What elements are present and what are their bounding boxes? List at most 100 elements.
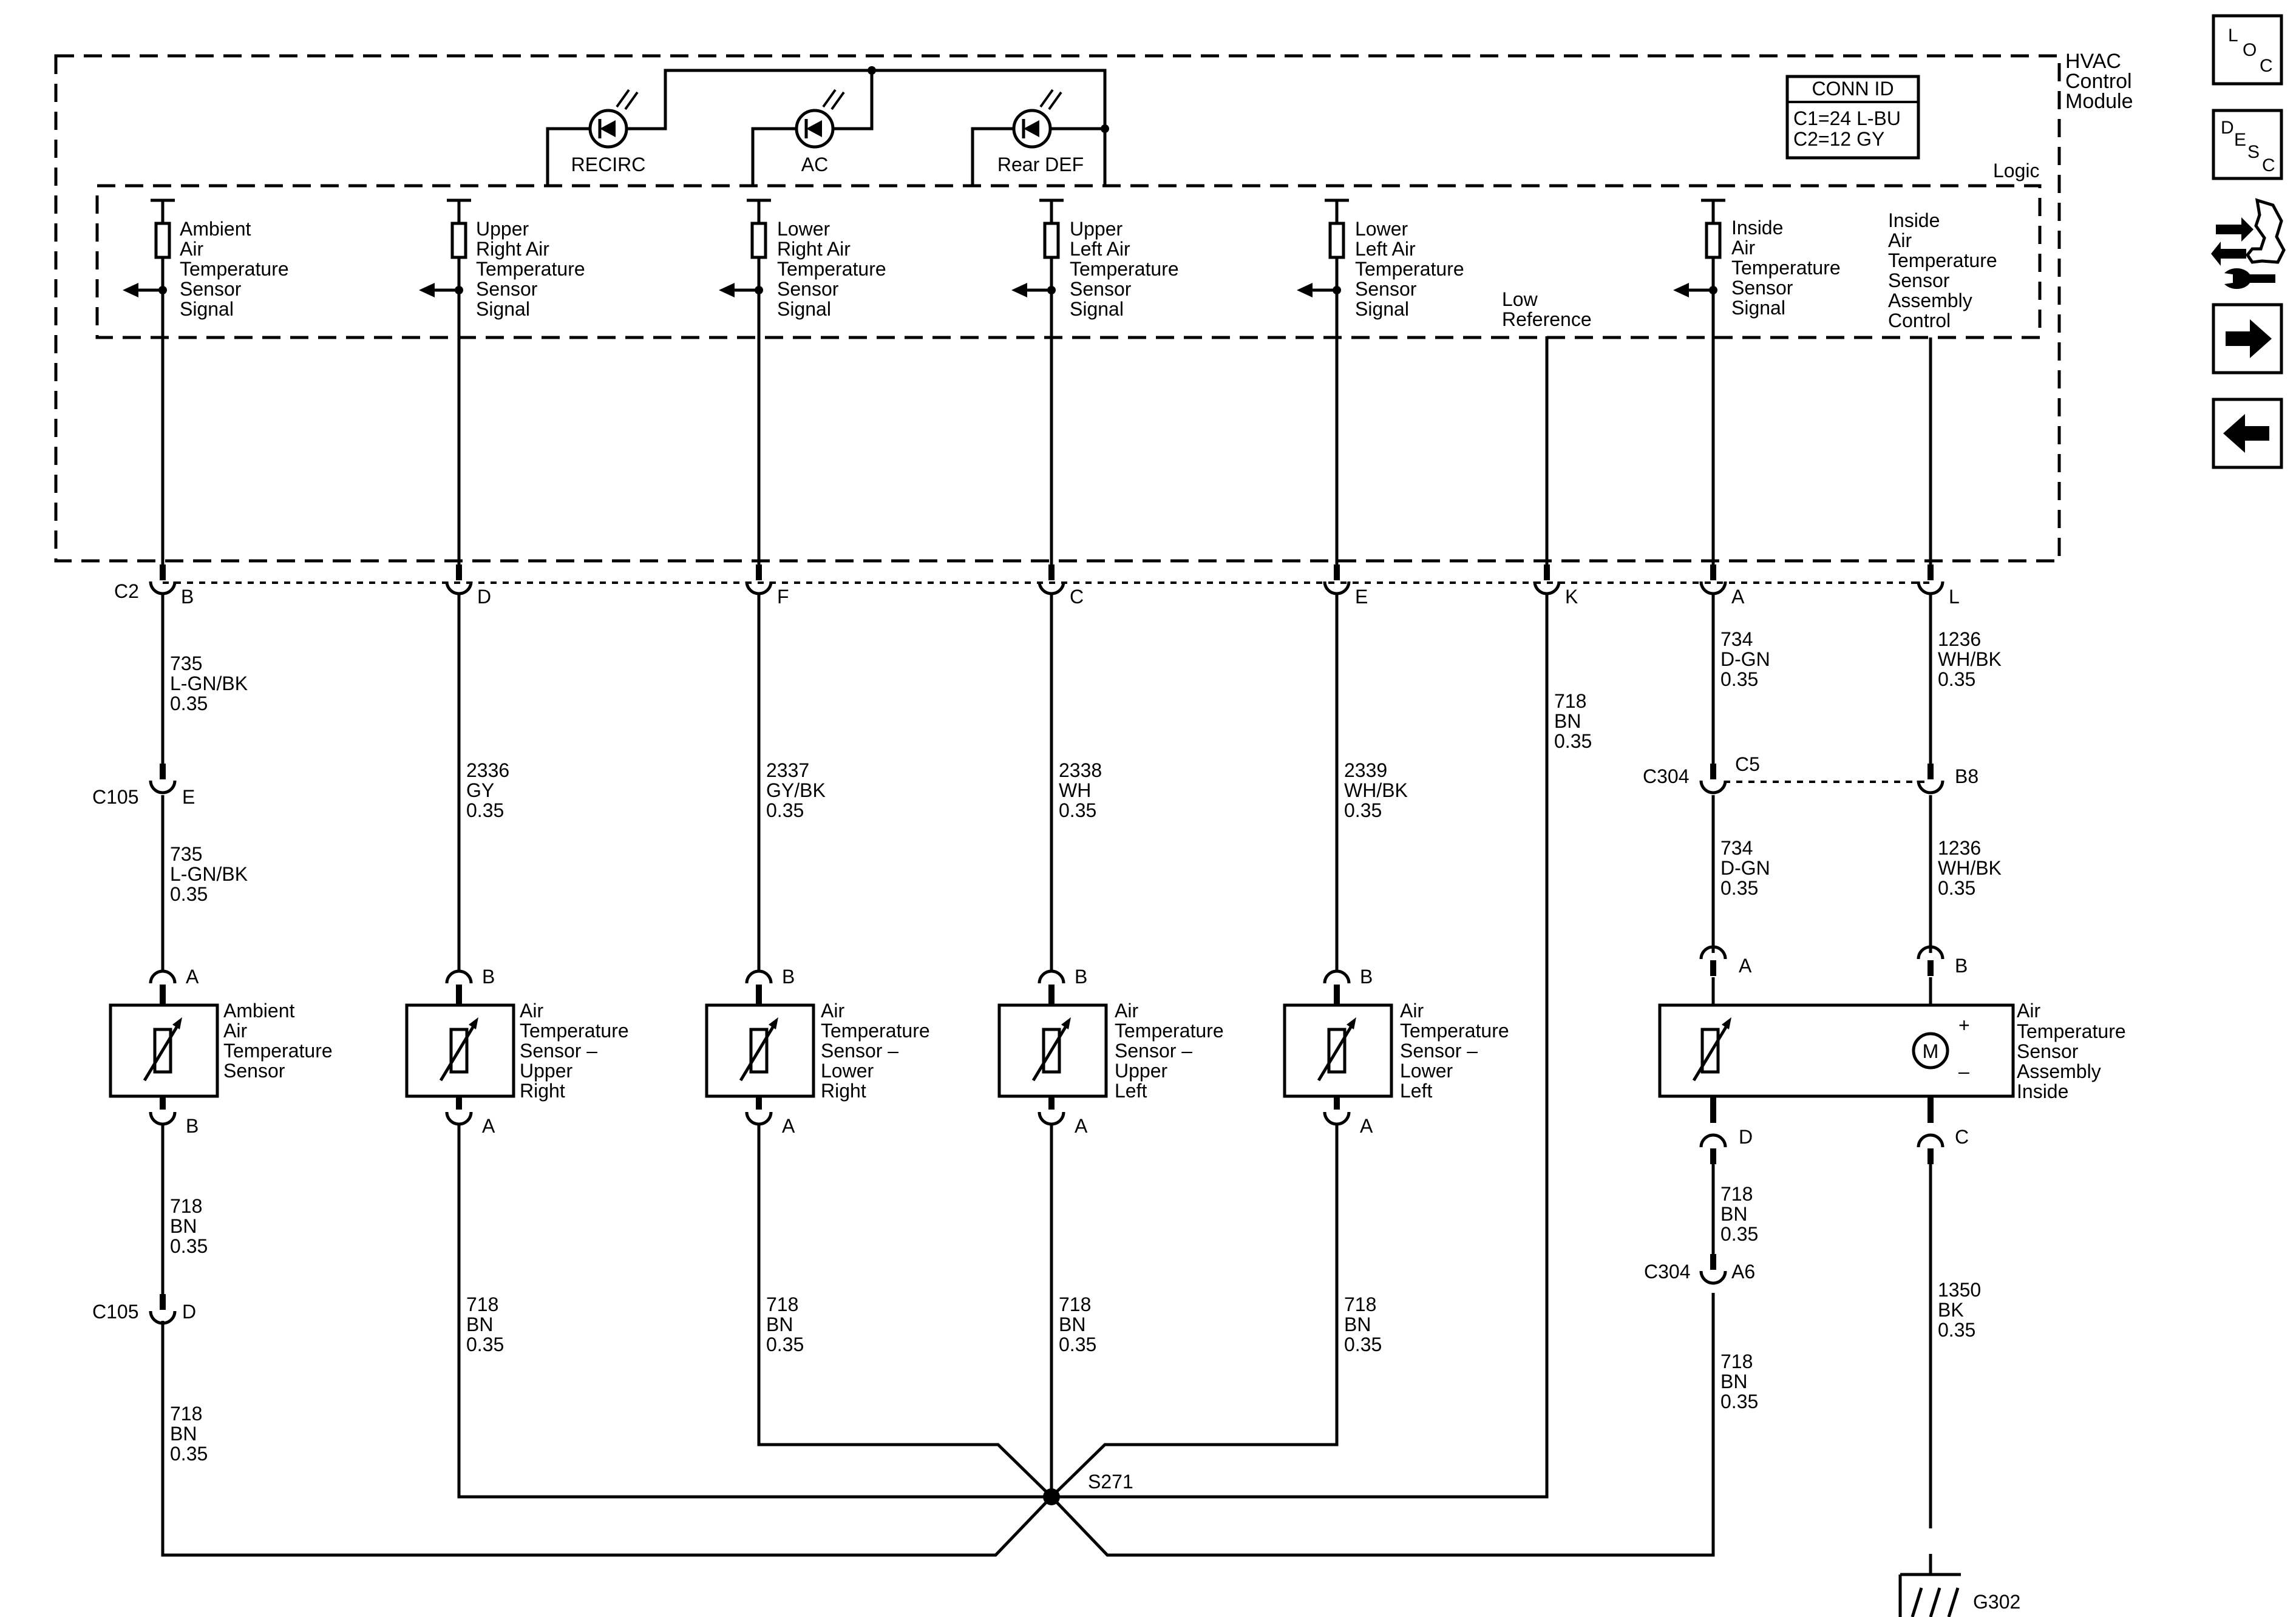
signal-2-line-4: Signal (777, 298, 831, 320)
splice-s271: S271 (1043, 1471, 1133, 1505)
motor-symbol: M (1923, 1040, 1939, 1062)
desc-letter-d: D (2221, 118, 2234, 138)
arrow-left-icon (123, 283, 138, 297)
splice-label: S271 (1088, 1471, 1133, 1493)
pullup-4 (1297, 198, 1349, 340)
c105-upper-name: C105 (92, 786, 139, 808)
c105-upper-pin: E (182, 786, 195, 808)
upper-wire-4-label-0: 2339 (1344, 759, 1387, 781)
lower-wire-7-label-1: BN (1720, 1371, 1747, 1392)
c304-lower-name: C304 (1644, 1261, 1691, 1283)
upper-wire-3-label-2: 0.35 (1059, 799, 1096, 821)
signal-0-line-1: Air (180, 238, 203, 260)
mid-wire-0-label-1: L-GN/BK (170, 863, 248, 885)
signal-4-line-0: Lower (1355, 218, 1408, 240)
sensor-1-line-0: Air (520, 1000, 543, 1022)
mid-wire-2-label-2: 0.35 (1938, 877, 1975, 899)
inside-assembly-line-5: Inside (2017, 1080, 2068, 1102)
module-name-2: Control (2065, 70, 2132, 93)
inside-top-a-connector (1699, 945, 1727, 976)
next-button[interactable] (2212, 303, 2283, 375)
signal-1-line-0: Upper (476, 218, 529, 240)
upper-wire-6-label-2: 0.35 (1720, 668, 1758, 690)
pullup-3 (1011, 198, 1064, 340)
lower-wire-2-label-1: BN (766, 1314, 793, 1335)
upper-wire-4-label-2: 0.35 (1344, 799, 1382, 821)
lower-wire-8-label-1: BK (1938, 1299, 1964, 1321)
lower-wire-1-label-0: 718 (466, 1293, 498, 1315)
lower-wires (149, 595, 1944, 1557)
signal-1-line-2: Temperature (476, 258, 585, 280)
signal-1-line-1: Right Air (476, 238, 549, 260)
c2-pin-3: C (1038, 564, 1084, 608)
upper-wire-5-label-0: 718 (1554, 690, 1586, 712)
signal-6-line-1: Air (1731, 237, 1755, 259)
upper-wire-3-label-1: WH (1059, 779, 1091, 801)
c2-pin-2: F (745, 564, 789, 608)
signal-7-line-4: Assembly (1888, 290, 1972, 311)
upper-wire-7-label-0: 1236 (1938, 628, 1981, 650)
c304-upper-pin-b8: B8 (1955, 765, 1978, 787)
upper-wire-2-label-1: GY/BK (766, 779, 826, 801)
connector-tool-button[interactable] (2211, 198, 2286, 290)
loc-letter-l: L (2228, 25, 2238, 46)
c304-upper-b8-connector (1917, 764, 1944, 795)
inside-assembly-line-1: Air (2017, 1000, 2040, 1022)
back-button[interactable] (2212, 398, 2283, 469)
lower-wire-6-label-1: BN (1720, 1203, 1747, 1225)
sensor-4-line-3: Lower (1400, 1060, 1453, 1082)
sensor-3-line-1: Temperature (1115, 1020, 1224, 1042)
description-button[interactable]: D E S C (2212, 109, 2283, 180)
sensor-4-line-1: Temperature (1400, 1020, 1509, 1042)
lower-wire-6-label-0: 718 (1720, 1183, 1753, 1205)
resistor-icon (450, 222, 467, 259)
signal-7-line-3: Sensor (1888, 270, 1950, 291)
lower-wire-2-label-2: 0.35 (766, 1334, 804, 1355)
sensor-4-line-4: Left (1400, 1080, 1432, 1102)
location-button[interactable]: L O C (2212, 14, 2283, 86)
sensor-3-line-3: Upper (1115, 1060, 1168, 1082)
mid-wire-0-label-0: 735 (170, 843, 202, 865)
c304-lower-connector (1699, 1254, 1727, 1285)
sensor-bottom-pin: A (782, 1115, 795, 1137)
signal-4-line-3: Sensor (1355, 278, 1417, 300)
c2-pin-7: L (1917, 564, 1960, 608)
upper-wire-7-label-1: WH/BK (1938, 648, 2002, 670)
c304-upper-c5-connector (1699, 764, 1727, 795)
signal-7-line-1: Air (1888, 229, 1912, 251)
lower-wire-0-label-1: BN (170, 1215, 197, 1237)
signal-4-line-4: Signal (1355, 298, 1409, 320)
sensor-1-line-2: Sensor – (520, 1040, 597, 1062)
lower-wire-7-label-2: 0.35 (1720, 1391, 1758, 1412)
c2-pin-label: D (477, 586, 491, 608)
signal-6-line-2: Temperature (1731, 257, 1841, 279)
upper-wire-6-label-0: 734 (1720, 628, 1753, 650)
signal-3-line-0: Upper (1070, 218, 1123, 240)
pullup-1 (419, 198, 471, 340)
c2-pin-1: D (445, 564, 491, 608)
upper-wire-5-label-2: 0.35 (1554, 730, 1592, 752)
desc-letter-s: S (2247, 142, 2260, 162)
sensor-top-pin: B (482, 966, 495, 988)
module-name-1: HVAC (2065, 50, 2121, 73)
lower-wire-8-label-2: 0.35 (1938, 1319, 1975, 1341)
c2-pin-0: B (149, 564, 194, 608)
signal-1-line-4: Signal (476, 298, 530, 320)
lower-wire-5-label-2: 0.35 (170, 1443, 208, 1465)
upper-wire-1-label-1: GY (466, 779, 494, 801)
lower-wire-0-label-0: 718 (170, 1195, 202, 1217)
sensor-top-pin: B (782, 966, 795, 988)
desc-letter-e: E (2234, 130, 2246, 150)
desc-letter-c: C (2262, 155, 2275, 175)
sensor-4-line-2: Sensor – (1400, 1040, 1478, 1062)
logic-outline (95, 184, 2042, 339)
lower-wire-4-label-0: 718 (1344, 1293, 1376, 1315)
upper-wire-2-label-2: 0.35 (766, 799, 804, 821)
lower-wire-6-label-2: 0.35 (1720, 1223, 1758, 1245)
mid-wire-1-label-1: D-GN (1720, 857, 1770, 879)
led-icon (795, 89, 845, 149)
